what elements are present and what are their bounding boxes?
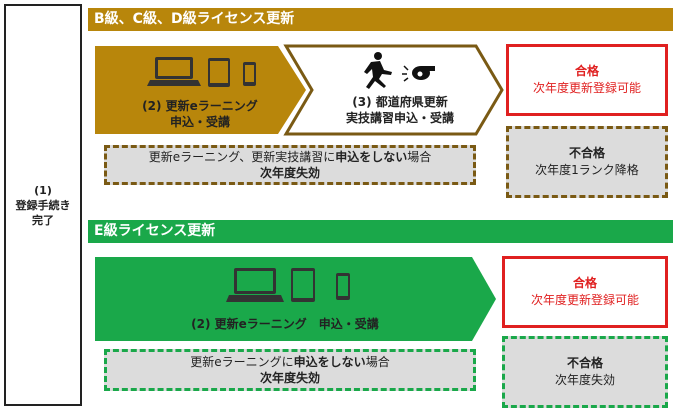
- fail-title: 不合格: [568, 146, 605, 160]
- fail-box-bcd: 不合格 次年度1ランク降格: [506, 126, 668, 198]
- tablet-icon: [208, 58, 230, 87]
- smartphone-icon: [243, 62, 256, 86]
- note-e-emphasis: 申込をしない: [293, 355, 366, 369]
- step3-arrow-outline: [283, 44, 504, 136]
- pass-e-title: 合格: [572, 276, 597, 290]
- no-application-note-e: 更新eラーニングに申込をしない場合 次年度失効: [104, 349, 476, 391]
- no-application-note-bcd: 更新eラーニング、更新実技講習に申込をしない場合 次年度失効: [104, 145, 476, 185]
- runner-icon: [364, 52, 392, 89]
- pass-title: 合格: [574, 64, 599, 78]
- pass-box-bcd: 合格 次年度更新登録可能: [506, 44, 668, 116]
- step1-number: (1): [34, 183, 52, 197]
- laptop-icon-e: [226, 268, 284, 302]
- note-text-end: 場合: [407, 150, 432, 164]
- step2-label-e: (2) 更新eラーニング 申込・受講: [150, 316, 420, 332]
- step3-subtitle: 実技講習申込・受講: [345, 111, 454, 125]
- laptop-icon: [147, 57, 201, 86]
- step2-title: (2) 更新eラーニング: [142, 99, 258, 113]
- whistle-icon: [402, 65, 435, 82]
- note-emphasis: 申込をしない: [335, 150, 408, 164]
- fail-box-e: 不合格 次年度失効: [502, 336, 668, 408]
- section-e-header: E級ライセンス更新: [88, 220, 673, 243]
- fail-e-text: 次年度失効: [554, 373, 615, 387]
- note-text: 更新eラーニング、更新実技講習に: [148, 150, 336, 164]
- note-e-text: 更新eラーニングに: [190, 355, 294, 369]
- step1-label-2: 完了: [32, 213, 54, 227]
- smartphone-icon-e: [336, 273, 350, 300]
- pass-text: 次年度更新登録可能: [532, 81, 641, 95]
- step1-label: 登録手続き: [15, 198, 71, 212]
- pass-e-text: 次年度更新登録可能: [530, 293, 639, 307]
- step2-subtitle: 申込・受講: [169, 115, 230, 129]
- pass-box-e: 合格 次年度更新登録可能: [502, 256, 668, 328]
- fail-text: 次年度1ランク降格: [535, 163, 639, 177]
- section-bcd-header: B級、C級、D級ライセンス更新: [88, 8, 673, 31]
- step3-label: (3) 都道府県更新 実技講習申込・受講: [310, 94, 490, 126]
- step1-registration-complete: (1) 登録手続き 完了: [4, 4, 82, 406]
- note-e-expire: 次年度失効: [259, 371, 320, 385]
- note-e-text-end: 場合: [365, 355, 390, 369]
- step2-e-title: (2) 更新eラーニング 申込・受講: [191, 317, 379, 331]
- fail-e-title: 不合格: [566, 356, 603, 370]
- note-expire: 次年度失効: [259, 166, 320, 180]
- step2-label-bcd: (2) 更新eラーニング 申込・受講: [110, 98, 290, 130]
- step3-title: (3) 都道府県更新: [352, 95, 448, 109]
- tablet-icon-e: [291, 268, 315, 302]
